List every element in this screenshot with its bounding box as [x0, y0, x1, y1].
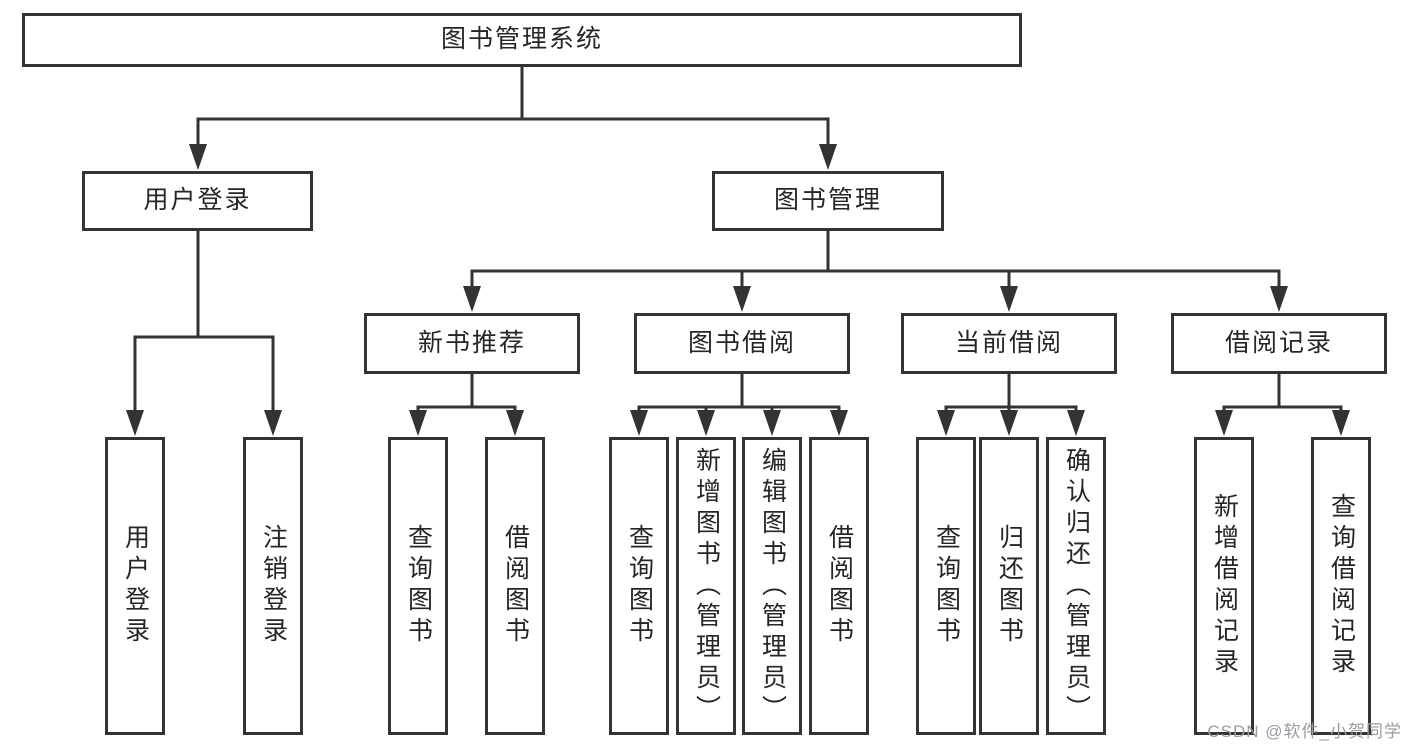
leaf-query-books-recommendation: 查询图书 — [388, 437, 448, 735]
node-label: 用户登录 — [143, 186, 252, 215]
node-label: 新增图书（管理员） — [692, 446, 721, 726]
node-user-login: 用户登录 — [82, 171, 313, 231]
leaf-query-books-borrowing: 查询图书 — [609, 437, 669, 735]
node-label: 查询图书 — [625, 524, 654, 648]
leaf-borrow-books-recommendation: 借阅图书 — [485, 437, 545, 735]
leaf-add-borrow-record: 新增借阅记录 — [1194, 437, 1254, 735]
node-label: 归还图书 — [995, 524, 1024, 648]
node-current-borrowing: 当前借阅 — [901, 313, 1117, 374]
leaf-edit-book-admin: 编辑图书（管理员） — [742, 437, 802, 735]
node-label: 图书管理 — [773, 186, 882, 215]
leaf-query-books-current: 查询图书 — [916, 437, 976, 735]
leaf-add-book-admin: 新增图书（管理员） — [676, 437, 736, 735]
leaf-user-login: 用户登录 — [105, 437, 165, 735]
leaf-query-borrow-record: 查询借阅记录 — [1311, 437, 1371, 735]
node-label: 用户登录 — [121, 524, 150, 648]
node-label: 查询图书 — [932, 524, 961, 648]
node-label: 查询图书 — [404, 524, 433, 648]
leaf-return-books: 归还图书 — [979, 437, 1039, 735]
node-label: 借阅图书 — [825, 524, 854, 648]
node-label: 借阅图书 — [501, 524, 530, 648]
node-label: 新书推荐 — [417, 328, 526, 357]
arrowheads — [126, 144, 1350, 436]
node-system-root: 图书管理系统 — [22, 13, 1022, 67]
node-new-book-recommendation: 新书推荐 — [364, 313, 580, 374]
node-book-borrowing: 图书借阅 — [634, 313, 850, 374]
node-borrowing-records: 借阅记录 — [1171, 313, 1387, 374]
node-label: 确认归还（管理员） — [1062, 446, 1091, 726]
node-book-management: 图书管理 — [712, 171, 944, 231]
leaf-logout: 注销登录 — [243, 437, 303, 735]
node-label: 图书借阅 — [687, 328, 796, 357]
node-label: 编辑图书（管理员） — [758, 446, 787, 726]
node-label: 新增借阅记录 — [1210, 493, 1239, 679]
leaf-borrow-books-borrowing: 借阅图书 — [809, 437, 869, 735]
csdn-watermark: CSDN @软件_小贺同学 — [1207, 722, 1402, 741]
node-label: 注销登录 — [259, 524, 288, 648]
node-label: 当前借阅 — [954, 328, 1063, 357]
leaf-confirm-return-admin: 确认归还（管理员） — [1046, 437, 1106, 735]
node-label: 图书管理系统 — [440, 25, 603, 54]
node-label: 查询借阅记录 — [1327, 493, 1356, 679]
node-label: 借阅记录 — [1224, 328, 1333, 357]
